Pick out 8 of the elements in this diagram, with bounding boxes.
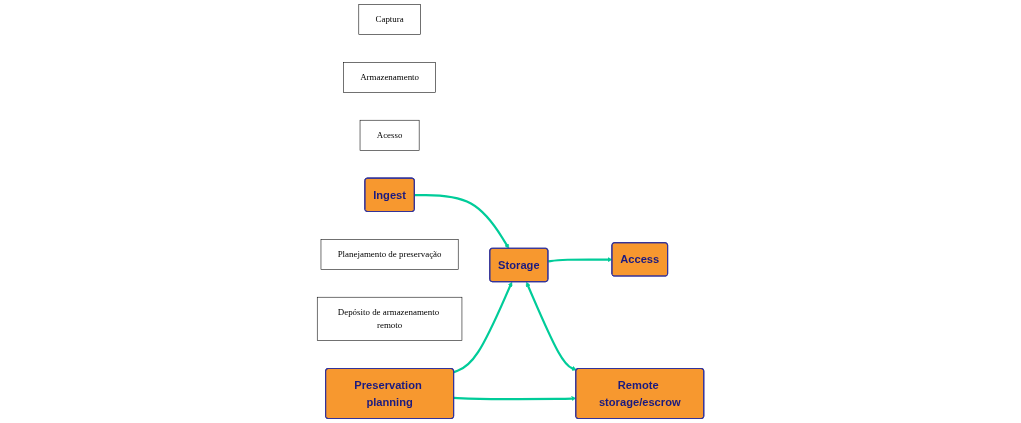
arrow <box>414 193 510 249</box>
arrow <box>453 281 513 374</box>
node-box: Armazenamento <box>343 62 436 93</box>
node-box: Depósito de armazenamento remoto <box>316 296 463 341</box>
node-box: Captura <box>358 4 421 35</box>
arrow <box>525 281 577 371</box>
node-box: Planejamento de preservação <box>320 239 459 270</box>
node-box: Acesso <box>359 119 420 151</box>
